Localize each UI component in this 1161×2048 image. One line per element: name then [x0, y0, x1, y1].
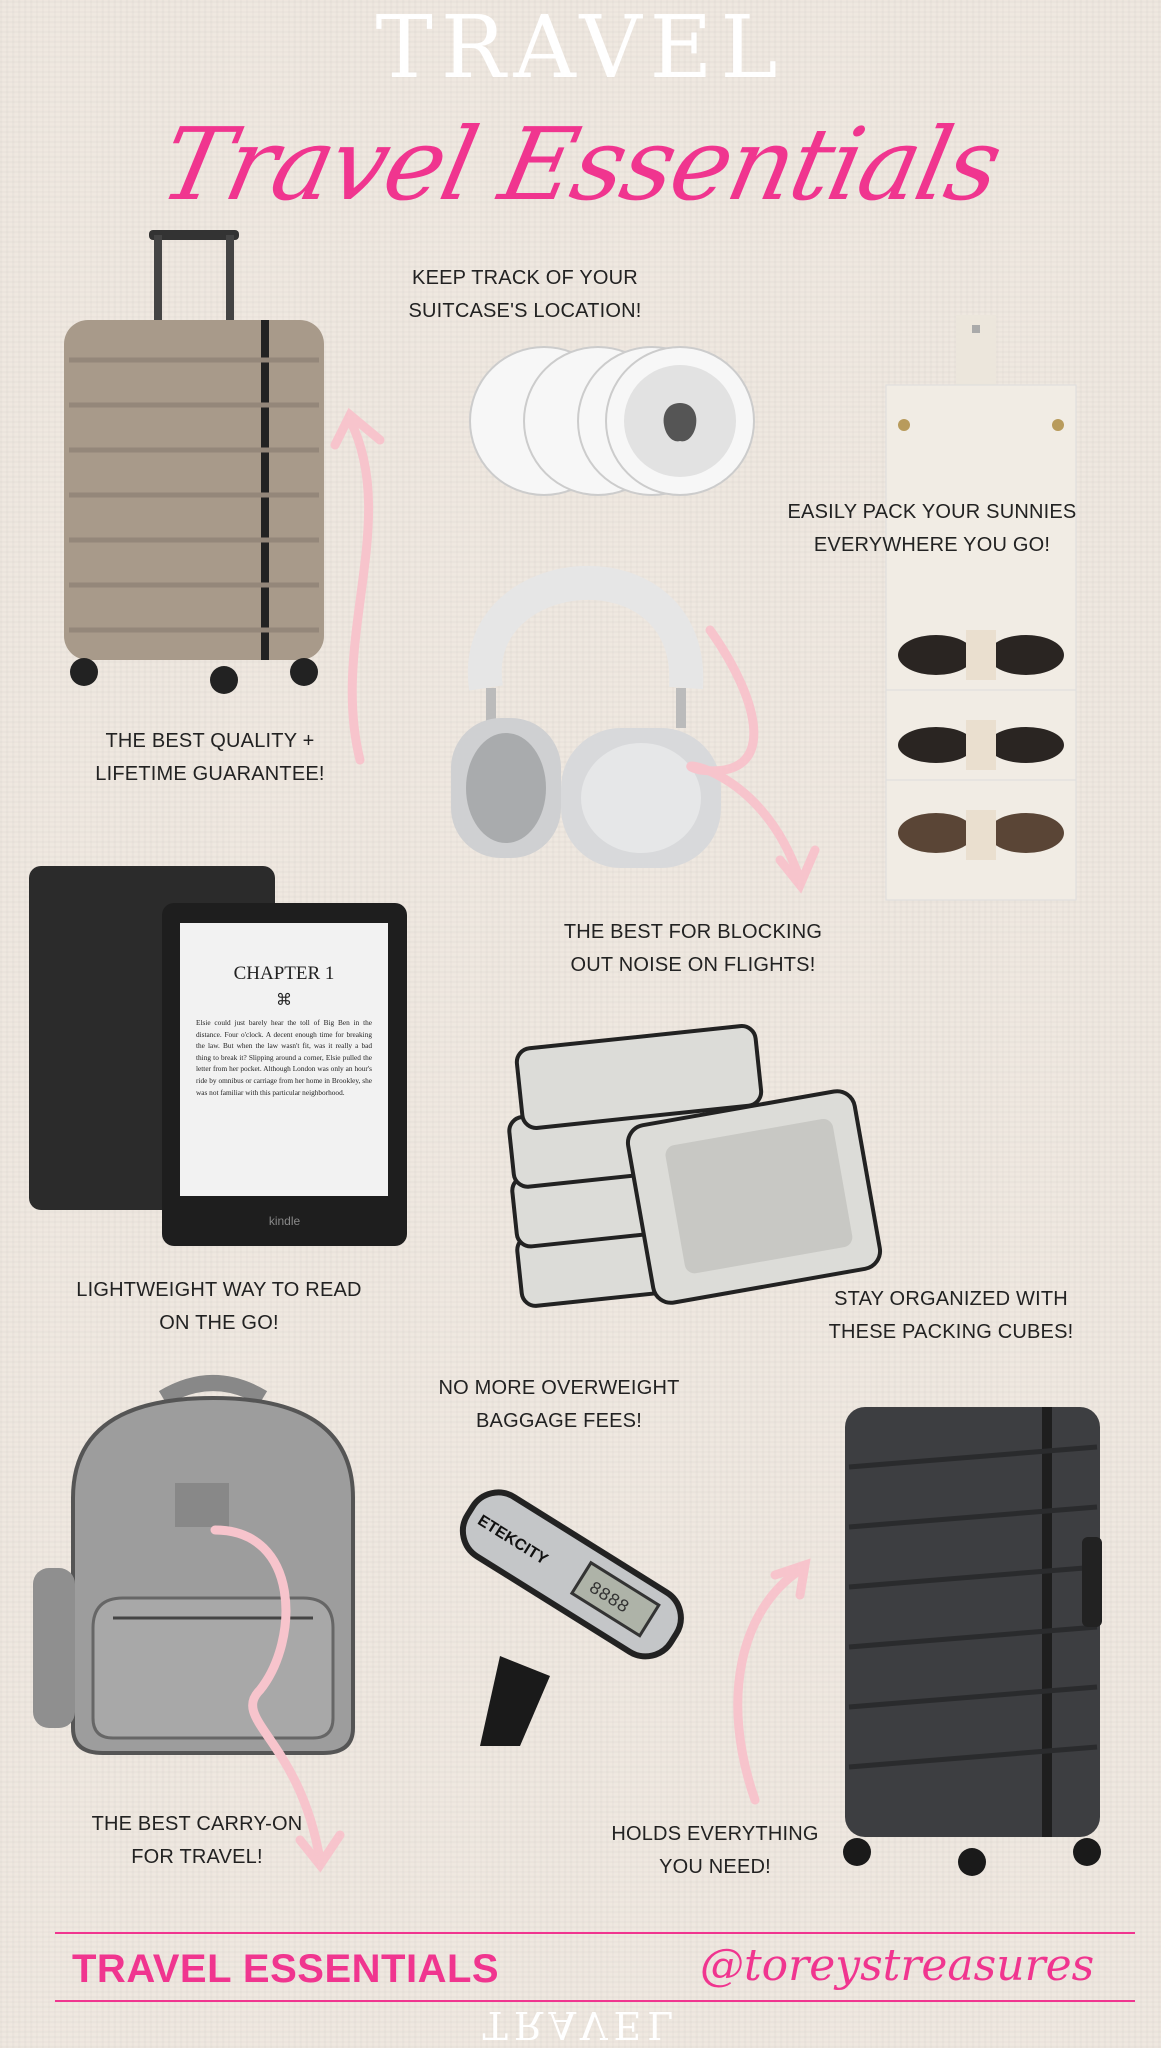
sunglasses-organizer-image: [885, 315, 1077, 901]
apple-logo-icon: [663, 403, 697, 442]
footer-rule-bottom: [55, 2000, 1135, 2002]
caption-taupe-suitcase: THE BEST QUALITY +LIFETIME GUARANTEE!: [95, 730, 325, 785]
kindle-device: CHAPTER 1 ⌘ Elsie could just barely hear…: [162, 903, 407, 1246]
arrow-icon: [330, 407, 385, 765]
kindle-chapter: CHAPTER 1: [233, 963, 335, 984]
arrow-icon: [210, 1525, 345, 1873]
arrow-icon: [733, 1558, 811, 1805]
ornament-icon: ⌘: [276, 992, 292, 1009]
kindle-brand: kindle: [268, 1214, 301, 1228]
header-watermark: TRAVEL: [375, 0, 786, 98]
black-suitcase-image: [843, 1407, 1102, 1876]
footer-watermark: TRAVEL: [482, 2003, 679, 2047]
arrow-icon: [686, 625, 820, 894]
packing-cubes-image: [507, 1024, 883, 1308]
airtags-image: [469, 346, 755, 496]
footer-handle: @toreystreasures: [700, 1940, 1095, 1991]
kindle-screen: CHAPTER 1 ⌘ Elsie could just barely hear…: [180, 923, 388, 1196]
footer-title: TRAVEL ESSENTIALS: [72, 1947, 500, 1991]
taupe-suitcase-image: [64, 230, 324, 694]
luggage-scale-image: 8888 ETEKCITY: [459, 1489, 684, 1746]
footer-rule-top: [55, 1932, 1135, 1934]
backpack-image: [33, 1375, 355, 1755]
kindle-text: Elsie could just barely hear the toll of…: [196, 1018, 372, 1097]
headphones-image: [451, 565, 721, 868]
